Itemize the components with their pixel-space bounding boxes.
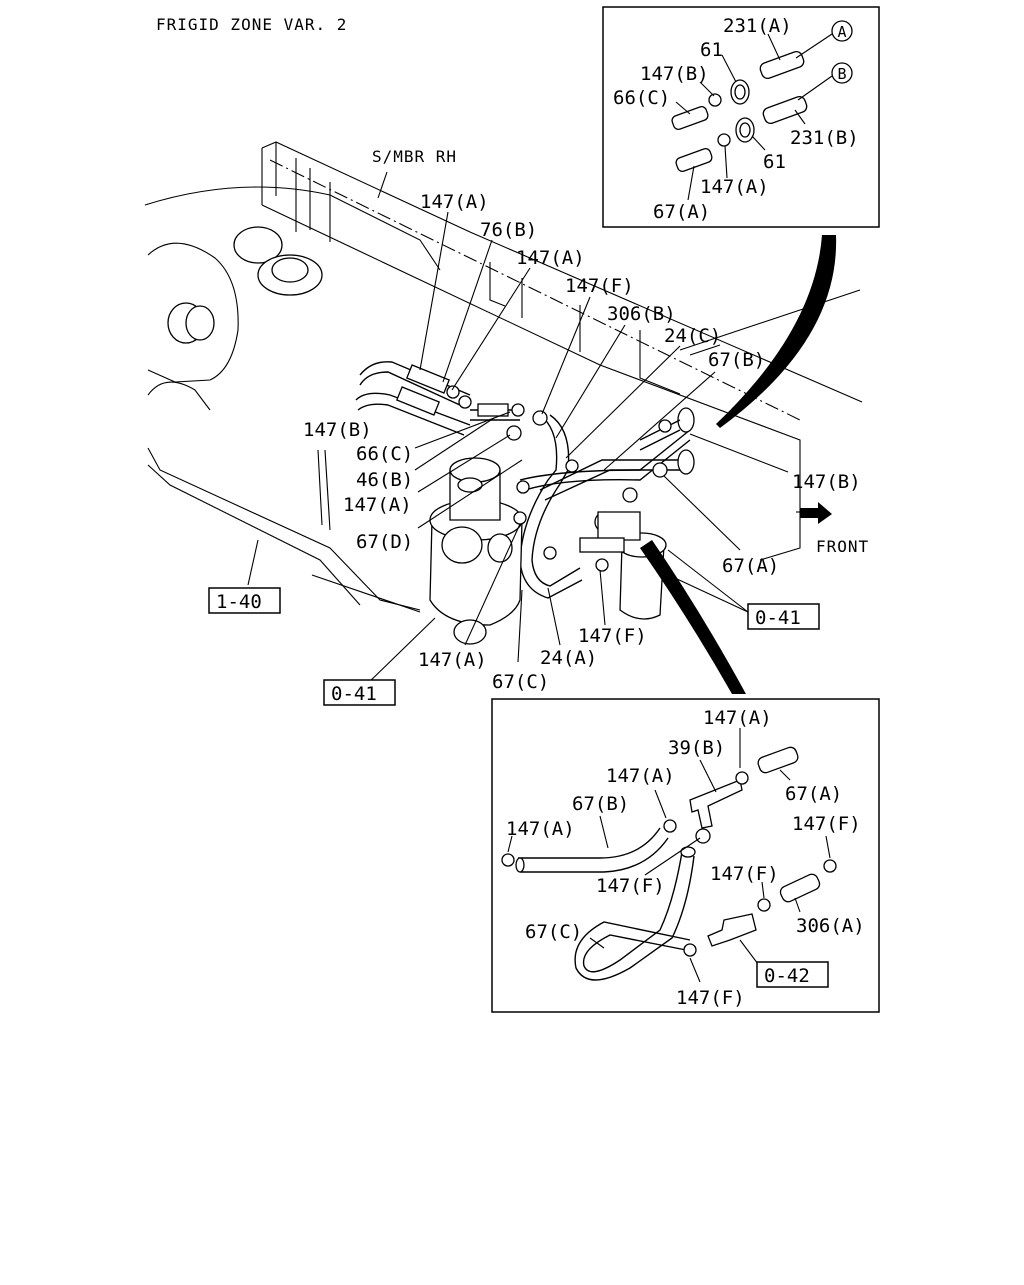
db-label-147a-3: 147(A) — [506, 818, 575, 840]
db-label-306a: 306(A) — [796, 915, 865, 937]
db-label-147a-1: 147(A) — [703, 707, 772, 729]
dt-label-61b: 61 — [763, 151, 786, 173]
label-67c: 67(C) — [492, 671, 549, 693]
label-147a-4: 147(A) — [418, 649, 487, 671]
ref-box-1-40 — [208, 587, 281, 614]
label-front: FRONT — [816, 537, 869, 556]
main-labels: 147(A) 76(B) 147(A) 147(F) 306(B) 24(C) … — [303, 147, 869, 693]
dt-label-231b: 231(B) — [790, 127, 859, 149]
ref-box-0-41-right — [747, 603, 820, 630]
db-label-67a: 67(A) — [785, 783, 842, 805]
dt-label-147a: 147(A) — [700, 176, 769, 198]
label-67b: 67(B) — [708, 349, 765, 371]
ref-label-0-41-right: 0-41 — [755, 607, 801, 629]
db-label-147f-1: 147(F) — [792, 813, 861, 835]
ref-label-0-41-left: 0-41 — [331, 683, 377, 705]
label-147f-1: 147(F) — [565, 275, 634, 297]
label-24c: 24(C) — [664, 325, 721, 347]
dt-label-66c: 66(C) — [613, 87, 670, 109]
dt-label-67a: 67(A) — [653, 201, 710, 223]
ref-label-1-40: 1-40 — [216, 591, 262, 613]
label-67d: 67(D) — [356, 531, 413, 553]
dt-label-147b: 147(B) — [640, 63, 709, 85]
db-label-147a-2: 147(A) — [606, 765, 675, 787]
label-76b: 76(B) — [480, 219, 537, 241]
label-147a-1: 147(A) — [420, 191, 489, 213]
ref-boxes: 1-40 0-41 0-41 — [208, 587, 820, 706]
diagram-title: FRIGID ZONE VAR. 2 — [156, 15, 347, 34]
label-147b-2: 147(B) — [303, 419, 372, 441]
label-147a-3: 147(A) — [343, 494, 412, 516]
db-label-39b: 39(B) — [668, 737, 725, 759]
db-label-147f-2: 147(F) — [596, 875, 665, 897]
label-46b: 46(B) — [356, 469, 413, 491]
marker-a: A — [837, 23, 846, 41]
label-67a: 67(A) — [722, 555, 779, 577]
db-label-67b: 67(B) — [572, 793, 629, 815]
label-smbr-rh: S/MBR RH — [372, 147, 457, 166]
db-label-67c: 67(C) — [525, 921, 582, 943]
marker-b: B — [837, 65, 846, 83]
ref-label-0-42: 0-42 — [764, 965, 810, 987]
ref-box-0-42 — [756, 961, 829, 988]
dt-label-61a: 61 — [700, 39, 723, 61]
label-24a: 24(A) — [540, 647, 597, 669]
label-147f-2: 147(F) — [578, 625, 647, 647]
db-label-147f-4: 147(F) — [676, 987, 745, 1009]
label-147a-2: 147(A) — [516, 247, 585, 269]
detail-top: A B 231(A) 61 147(B) 66(C) 231(B) 61 147… — [602, 6, 880, 228]
label-66c: 66(C) — [356, 443, 413, 465]
label-147b-1: 147(B) — [792, 471, 861, 493]
label-306b: 306(B) — [607, 303, 676, 325]
dt-label-231a: 231(A) — [723, 15, 792, 37]
main-assembly — [144, 141, 863, 694]
detail-bottom: 147(A) 39(B) 147(A) 67(B) 67(A) 147(A) 1… — [491, 698, 880, 1013]
db-label-147f-3: 147(F) — [710, 863, 779, 885]
ref-box-0-41-left — [323, 679, 396, 706]
